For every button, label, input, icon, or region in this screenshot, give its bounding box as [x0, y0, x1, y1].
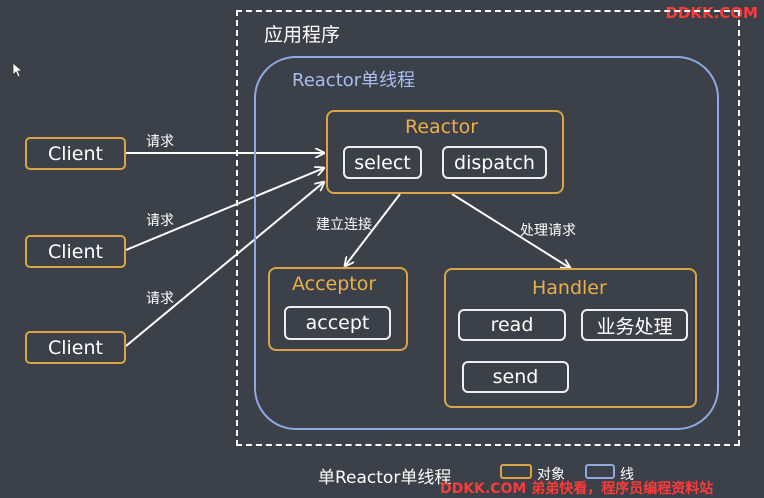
acceptor-box — [268, 267, 408, 351]
reactor-to-acceptor-arrow — [345, 193, 401, 266]
application-box — [236, 10, 740, 446]
handler-box — [444, 268, 697, 408]
handle-request-label: 处理请求 — [520, 223, 576, 239]
watermark-bottom: DDKK.COM 弟弟快看，程序员编程资料站 — [440, 481, 714, 497]
diagram-caption: 单Reactor单线程 — [318, 468, 452, 488]
cursor-icon — [12, 62, 24, 78]
dispatch-box: dispatch — [442, 146, 547, 179]
business-box: 业务处理 — [581, 309, 688, 341]
request-label-2: 请求 — [146, 213, 174, 229]
reactor-title: Reactor — [405, 116, 479, 138]
request-label-3: 请求 — [146, 291, 174, 307]
client-box-2: Client — [25, 235, 126, 268]
connect-label: 建立连接 — [316, 217, 372, 233]
send-box: send — [462, 361, 569, 393]
select-box: select — [343, 146, 422, 179]
legend-object-swatch — [500, 464, 532, 479]
read-box: read — [458, 309, 566, 341]
client-box-3: Client — [25, 331, 126, 364]
reactor-thread-box — [254, 56, 719, 430]
reactor-to-handler-arrow — [451, 193, 570, 268]
reactor-thread-title: Reactor单线程 — [292, 70, 416, 91]
client2-arrow — [125, 168, 324, 251]
client-box-1: Client — [25, 137, 126, 170]
application-title: 应用程序 — [264, 24, 341, 46]
legend-thread-swatch — [585, 464, 615, 479]
accept-box: accept — [284, 306, 391, 340]
client3-arrow — [125, 182, 324, 347]
handler-title: Handler — [532, 277, 607, 299]
request-label-1: 请求 — [146, 134, 174, 150]
legend-object-label: 对象 — [537, 467, 565, 483]
watermark-top: DDKK.COM — [665, 4, 758, 22]
reactor-box — [326, 110, 564, 194]
acceptor-title: Acceptor — [292, 273, 377, 295]
legend-thread-label: 线 — [620, 467, 634, 483]
